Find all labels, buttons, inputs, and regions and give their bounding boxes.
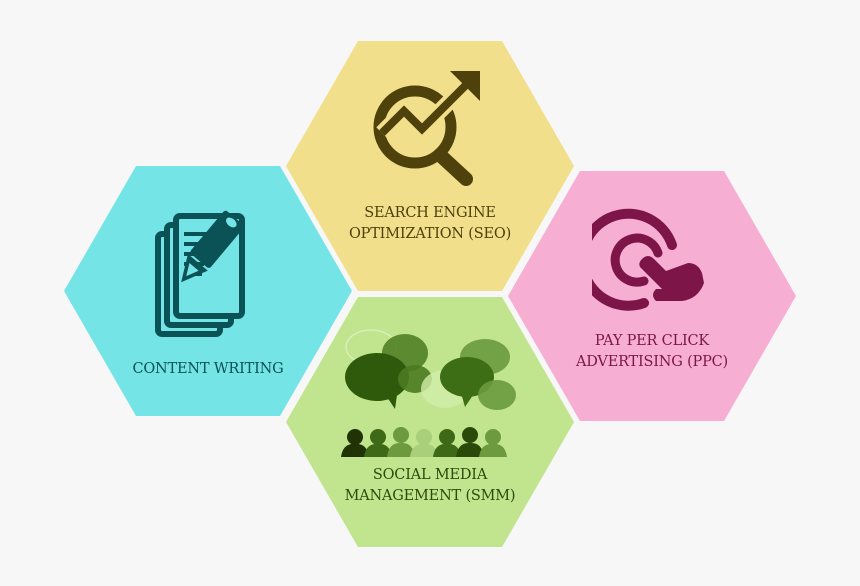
magnifier-trend-icon	[286, 69, 574, 189]
label-line: SEARCH ENGINE	[364, 205, 496, 221]
label-line: OPTIMIZATION (SEO)	[348, 226, 512, 242]
label-line: PAY PER CLICK	[594, 333, 710, 349]
ppc-label: PAY PER CLICK ADVERTISING (PPC)	[508, 331, 796, 373]
content-writing-label: CONTENT WRITING	[64, 359, 352, 380]
label-line: SOCIAL MEDIA	[372, 467, 488, 483]
social-chat-people-icon	[286, 327, 574, 457]
label-line: ADVERTISING (PPC)	[575, 354, 729, 370]
document-pencil-icon	[64, 204, 352, 339]
click-target-icon	[508, 207, 796, 317]
seo-label: SEARCH ENGINE OPTIMIZATION (SEO)	[286, 203, 574, 245]
label-line: MANAGEMENT (SMM)	[344, 488, 516, 504]
label-line: CONTENT WRITING	[132, 361, 284, 377]
smm-label: SOCIAL MEDIA MANAGEMENT (SMM)	[286, 465, 574, 507]
